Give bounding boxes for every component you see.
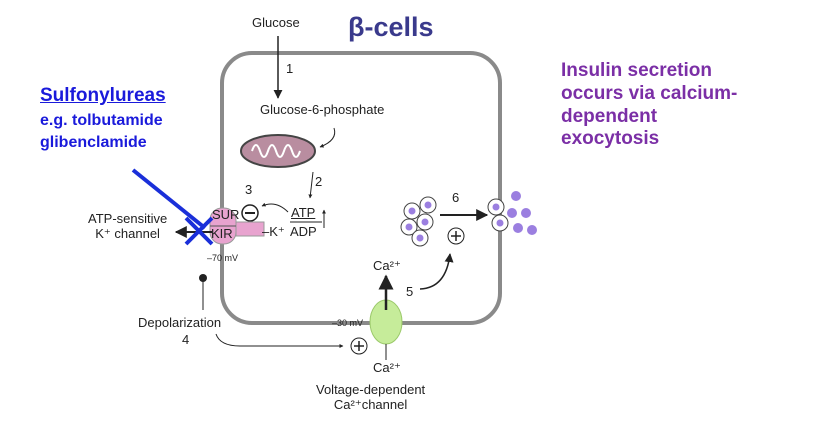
insulin-granule-cluster [400, 196, 437, 247]
katp-label-line: ATP-sensitive [88, 211, 168, 226]
side-note-line: Insulin secretion [561, 60, 712, 81]
membrane-potential-30: –30 mV [332, 318, 364, 328]
block-x-icon [184, 216, 214, 246]
step-5-label: 5 [406, 284, 414, 299]
drug-title: Sulfonylureas [40, 85, 166, 106]
g6p-label: Glucose-6-phosphate [260, 102, 385, 117]
step-2-label: 2 [315, 174, 323, 189]
katp-label-line: K⁺ channel [95, 225, 160, 241]
drug-example-1: e.g. tolbutamide [40, 112, 163, 129]
docked-granules [487, 198, 509, 232]
kir-label: KIR [211, 226, 233, 241]
step-3-label: 3 [245, 182, 253, 197]
atp-label: ATP [291, 205, 316, 220]
ca-in-label: Ca²⁺ [373, 258, 401, 273]
side-note-line: dependent [561, 105, 658, 127]
step-6-label: 6 [452, 190, 460, 205]
step-4-label: 4 [182, 332, 190, 347]
released-insulin-dots [507, 191, 537, 235]
step-1-label: 1 [286, 61, 294, 76]
k-out-label: –K⁺ [262, 224, 285, 239]
page-title: β-cells [348, 12, 434, 42]
atp-inhibit-arrow [261, 202, 289, 213]
sur-label: SUR [212, 207, 240, 222]
ca-to-exocytosis-arrow [419, 253, 454, 290]
g6p-to-mito-arrow [319, 127, 336, 148]
mito-to-atp-arrow [308, 171, 314, 199]
glucose-label: Glucose [252, 15, 300, 30]
vdcc-label: Voltage-dependent Ca²⁺channel [316, 382, 426, 413]
vdcc-label-line: Voltage-dependent [316, 382, 426, 397]
katp-channel [209, 207, 265, 245]
ca-out-label: Ca²⁺ [373, 360, 401, 375]
side-note-line: exocytosis [561, 128, 660, 150]
adp-label: ADP [290, 224, 317, 239]
cell-membrane [220, 51, 502, 325]
depolarization-label: Depolarization [138, 315, 222, 330]
side-note: Insulin secretion occurs via calcium- de… [561, 60, 737, 151]
drug-example-2: glibenclamide [40, 134, 147, 151]
sulfonylurea-block-line [131, 168, 207, 230]
mitochondrion-icon [240, 134, 316, 168]
membrane-potential-70: –70 mV [207, 253, 239, 263]
vdcc-label-line: Ca²⁺channel [333, 396, 408, 412]
katp-channel-label: ATP-sensitive K⁺ channel [88, 211, 168, 242]
depolarization-arrow [215, 333, 344, 348]
side-note-line: occurs via calcium- [561, 82, 738, 104]
